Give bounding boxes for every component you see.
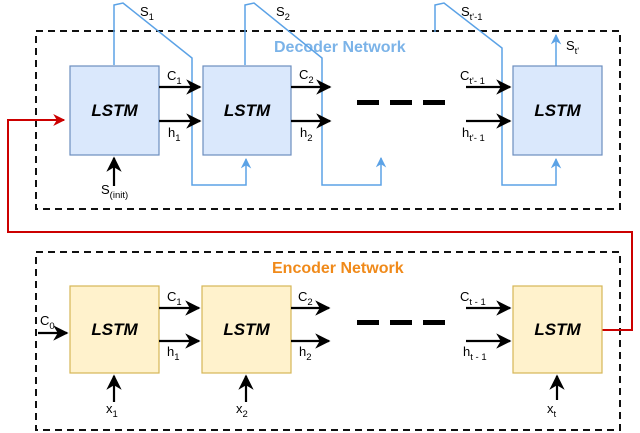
decoder-init-state-label: S(init) — [101, 182, 128, 201]
decoder-c-label-3: Ct'- 1 — [460, 68, 485, 87]
encoder-lstm-3: LSTM — [512, 285, 603, 374]
encoder-network-title: Encoder Network — [272, 260, 404, 277]
encoder-network-frame — [35, 251, 621, 431]
encoder-h-label-1: h1 — [167, 344, 180, 363]
encoder-lstm-1: LSTM — [69, 285, 160, 374]
encoder-c-label-2: C2 — [298, 289, 313, 308]
decoder-lstm-2: LSTM — [202, 65, 292, 156]
encoder-lstm-1-label: LSTM — [91, 320, 138, 339]
decoder-lstm-3: LSTM — [512, 65, 603, 156]
encoder-lstm-2-label: LSTM — [223, 320, 270, 339]
decoder-c-label-1: C1 — [167, 68, 182, 87]
decoder-state-label-4: St' — [566, 38, 579, 57]
encoder-c0-label: C0 — [40, 313, 55, 332]
decoder-lstm-1-label: LSTM — [91, 101, 138, 120]
decoder-lstm-3-label: LSTM — [534, 101, 581, 120]
context-vector-line — [7, 114, 633, 331]
encoder-x-label-2: x2 — [236, 401, 248, 420]
decoder-c-label-2: C2 — [299, 67, 314, 86]
encoder-c-label-1: C1 — [167, 289, 182, 308]
decoder-h-label-3: ht'- 1 — [462, 125, 485, 144]
encoder-h-label-2: h2 — [299, 344, 312, 363]
decoder-state-label-3: St'-1 — [461, 4, 483, 23]
encoder-x-label-3: xt — [547, 401, 557, 420]
decoder-network-title: Decoder Network — [274, 39, 406, 56]
decoder-h-label-1: h1 — [168, 125, 181, 144]
black-arrows — [38, 79, 565, 402]
decoder-state-lines — [113, 2, 562, 186]
decoder-h-label-2: h2 — [300, 125, 313, 144]
decoder-lstm-1: LSTM — [69, 65, 160, 156]
decoder-state-label-2: S2 — [276, 4, 290, 23]
encoder-ellipsis-dashes — [357, 320, 445, 325]
encoder-lstm-3-label: LSTM — [534, 320, 581, 339]
decoder-state-label-1: S1 — [140, 4, 154, 23]
encoder-lstm-2: LSTM — [201, 285, 292, 374]
encoder-c-label-3: Ct - 1 — [460, 289, 486, 308]
encoder-h-label-3: ht - 1 — [463, 344, 487, 363]
encoder-x-label-1: x1 — [106, 401, 118, 420]
decoder-lstm-2-label: LSTM — [224, 101, 271, 120]
decoder-ellipsis-dashes — [357, 100, 445, 105]
